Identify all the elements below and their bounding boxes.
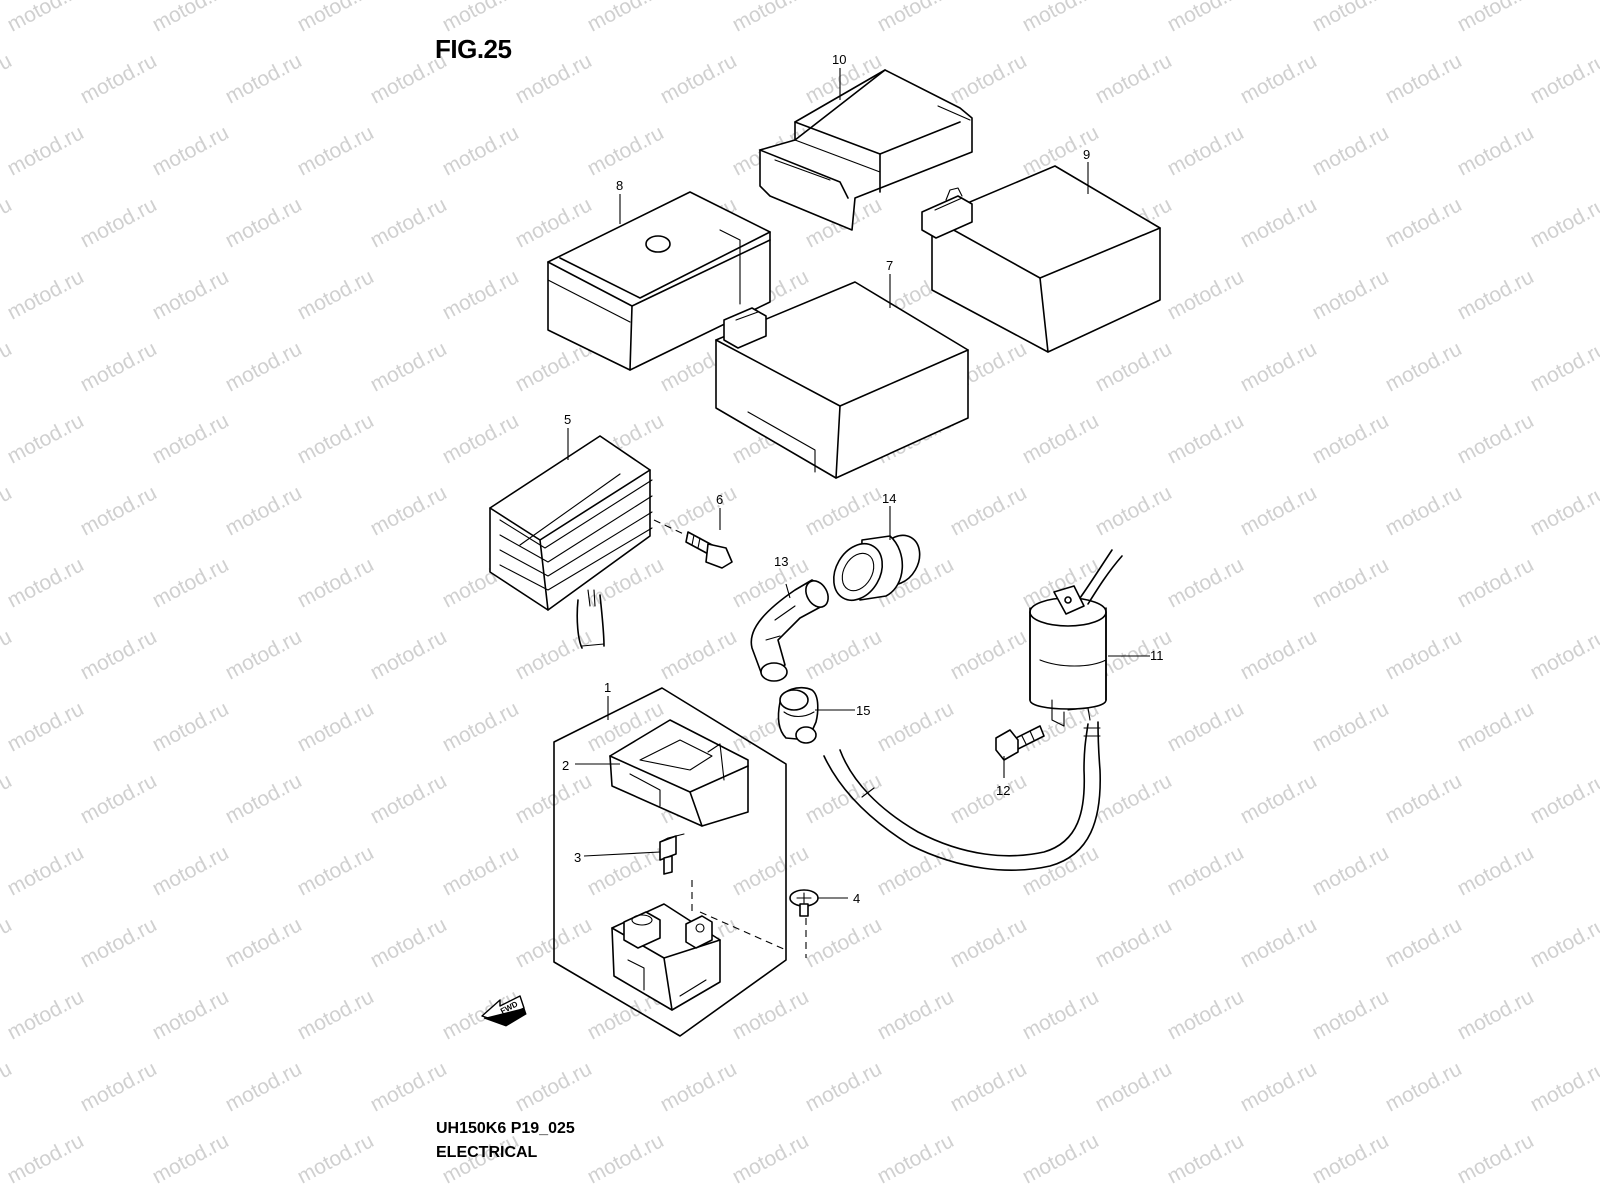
section-name: ELECTRICAL bbox=[436, 1144, 538, 1161]
callout-4: 4 bbox=[853, 891, 860, 906]
callout-2: 2 bbox=[562, 758, 569, 773]
part-7-control-unit bbox=[715, 281, 969, 479]
callout-11: 11 bbox=[1150, 648, 1164, 663]
callout-8: 8 bbox=[616, 178, 623, 193]
callout-15: 15 bbox=[856, 703, 870, 718]
starter-relay bbox=[611, 903, 721, 1011]
part-15-plug-cap bbox=[777, 686, 819, 744]
part-4-screw bbox=[789, 889, 819, 917]
figure-title: FIG.25 bbox=[435, 34, 512, 64]
callout-6: 6 bbox=[716, 492, 723, 507]
callout-13: 13 bbox=[774, 554, 788, 569]
fwd-arrow: FWD bbox=[481, 995, 527, 1027]
part-10-rubber-cover bbox=[759, 69, 973, 231]
part-6-bolt bbox=[653, 519, 733, 569]
part-3-fuse bbox=[659, 833, 685, 875]
model-code: UH150K6 P19_025 bbox=[436, 1120, 575, 1137]
part-2-cover bbox=[609, 719, 749, 827]
part-1-assembly-outline bbox=[553, 687, 787, 1037]
callout-3: 3 bbox=[574, 850, 581, 865]
part-12-screw bbox=[995, 725, 1045, 761]
part-11-ignition-coil bbox=[823, 549, 1123, 871]
callout-12: 12 bbox=[996, 783, 1010, 798]
callout-labels: 10 9 8 7 5 6 14 13 11 15 1 2 3 4 12 bbox=[562, 52, 1164, 906]
part-14-cap bbox=[832, 534, 921, 602]
part-5-regulator-rectifier bbox=[489, 435, 653, 649]
callout-10: 10 bbox=[832, 52, 846, 67]
part-13-boot bbox=[750, 579, 829, 682]
leader-lines bbox=[567, 68, 1150, 899]
callout-7: 7 bbox=[886, 258, 893, 273]
callout-14: 14 bbox=[882, 491, 896, 506]
part-9-control-unit bbox=[921, 165, 1161, 353]
callout-9: 9 bbox=[1083, 147, 1090, 162]
part-8-cover bbox=[547, 191, 771, 371]
callout-5: 5 bbox=[564, 412, 571, 427]
callout-1: 1 bbox=[604, 680, 611, 695]
assembly-guide-lines bbox=[691, 880, 807, 958]
